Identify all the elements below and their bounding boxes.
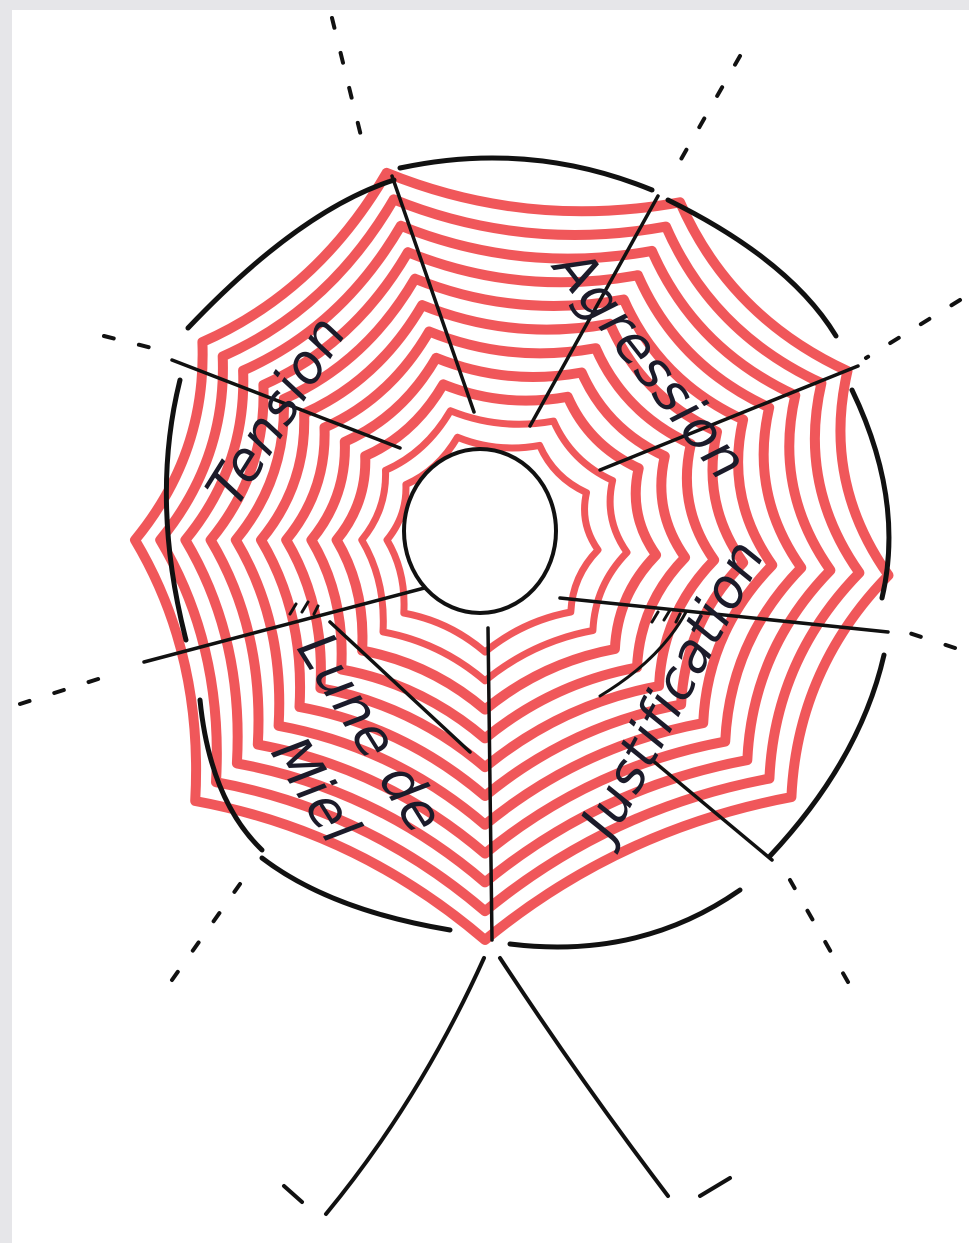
outer-arc-left-bottom [200, 700, 262, 850]
dashed-ray-bottom-left [172, 884, 240, 980]
dashed-ray-top-right [676, 56, 740, 168]
dashed-ray-right-top [866, 300, 960, 358]
dashed-ray-left [20, 672, 120, 704]
dashed-ray-top [332, 18, 362, 140]
hanging-threads [284, 958, 730, 1214]
dashed-ray-left-top [104, 336, 160, 350]
thread-right [500, 958, 668, 1196]
dashed-ray-bottom-right [790, 880, 848, 982]
outer-arc-top-right [400, 158, 652, 190]
center-hub [404, 449, 556, 613]
thread-left [326, 958, 484, 1214]
dashed-ray-right [900, 630, 955, 648]
